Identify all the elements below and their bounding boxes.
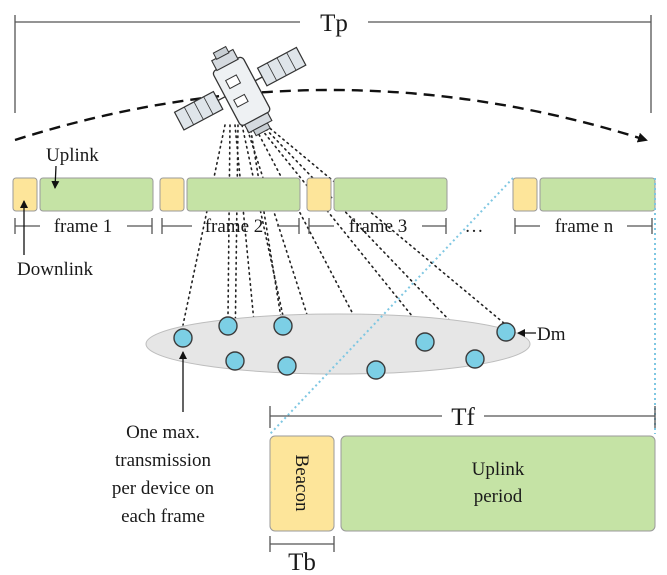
frame-label: frame 2 <box>205 216 264 237</box>
transmission-note: One max. transmission per device on each… <box>112 422 215 527</box>
beacon-slot <box>269 435 335 532</box>
frame-3-dimension: frame 3 <box>308 216 447 237</box>
frame-label: frame 1 <box>54 216 113 237</box>
uplink-label: Uplink <box>46 145 99 166</box>
device <box>173 328 193 348</box>
downlink-slot <box>159 177 185 212</box>
device <box>225 351 245 371</box>
satellite-icon <box>173 45 307 137</box>
orbit-path <box>14 88 648 143</box>
device <box>366 360 386 380</box>
frame-1-dimension: frame 1 <box>14 216 153 237</box>
frame-2-dimension: frame 2 <box>161 216 300 237</box>
device-dm <box>496 322 516 342</box>
device <box>273 316 293 336</box>
frame-label: frame 3 <box>349 216 408 237</box>
downlink-slot <box>306 177 332 212</box>
uplink-period-label-line2: period <box>474 486 523 507</box>
beacon-label: Beacon <box>291 455 312 512</box>
tf-label: Tf <box>451 404 475 431</box>
device <box>218 316 238 336</box>
uplink-slot <box>539 177 656 212</box>
uplink-period-label-line1: Uplink <box>472 459 525 480</box>
uplink-slot <box>333 177 448 212</box>
tp-dimension: Tp <box>14 10 652 113</box>
downlink-slot <box>512 177 538 212</box>
solar-panel-right <box>256 46 307 87</box>
devices <box>173 316 516 380</box>
zoom-line-left <box>269 177 514 435</box>
uplink-slot <box>39 177 154 212</box>
note-line: per device on <box>112 478 215 499</box>
device <box>415 332 435 352</box>
frame-3 <box>306 177 448 212</box>
ellipsis-label: … <box>465 216 484 237</box>
tb-dimension: Tb <box>269 536 335 575</box>
frame-2 <box>159 177 301 212</box>
device <box>465 349 485 369</box>
note-line: One max. <box>126 422 200 443</box>
downlink-slot <box>12 177 38 212</box>
downlink-label: Downlink <box>17 259 94 280</box>
tb-label: Tb <box>288 549 316 575</box>
frame-1 <box>12 177 154 212</box>
tp-label: Tp <box>320 10 348 37</box>
dm-label: Dm <box>537 324 566 345</box>
solar-panel-left <box>173 90 224 131</box>
tf-dimension: Tf <box>269 404 656 431</box>
uplink-period-slot <box>340 435 656 532</box>
frame-label: frame n <box>555 216 614 237</box>
uplink-slot <box>186 177 301 212</box>
frame-n <box>512 177 656 212</box>
note-line: transmission <box>115 450 212 471</box>
note-line: each frame <box>121 506 205 527</box>
uplink-pointer <box>51 165 60 189</box>
frame-n-dimension: frame n <box>514 216 653 237</box>
device <box>277 356 297 376</box>
